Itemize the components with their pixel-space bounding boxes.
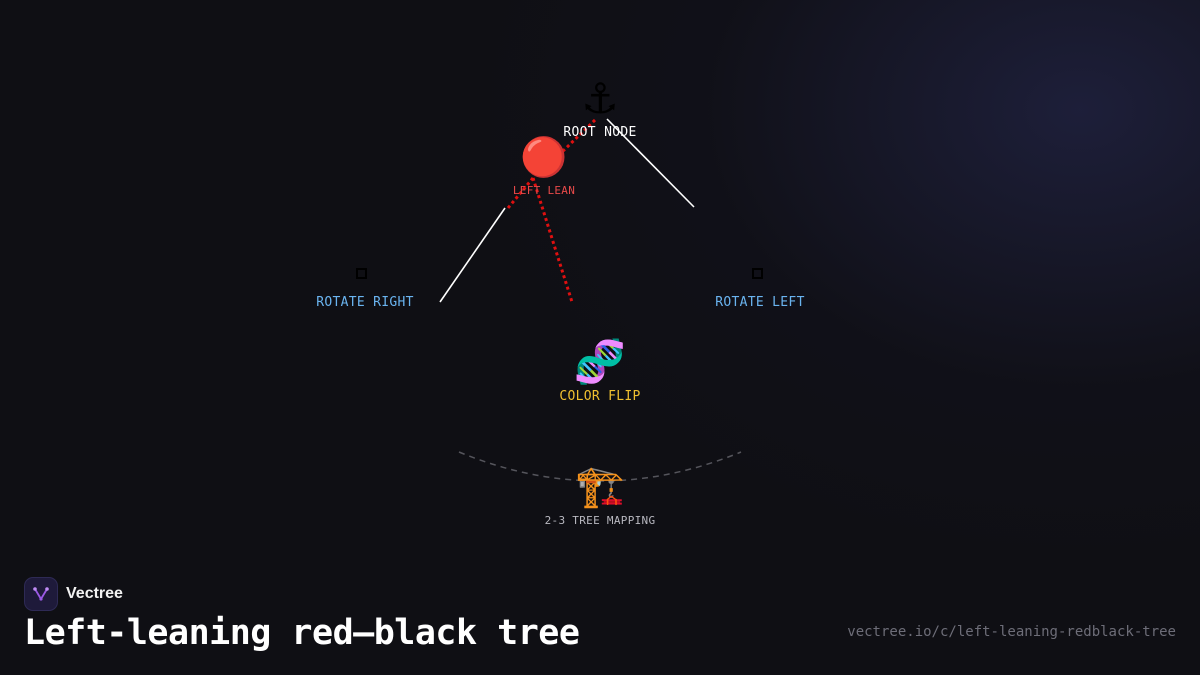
edge-root-to-right: [606, 118, 695, 208]
anchor-icon: ⚓: [581, 74, 619, 123]
vectree-logo-icon: [24, 577, 58, 611]
mapping-arc: [458, 451, 742, 482]
dna-icon: 🧬: [573, 337, 627, 386]
edge-left-to-rotate-right: [439, 207, 506, 303]
brand-name: Vectree: [66, 585, 123, 602]
red-link-root-to-left: [560, 118, 597, 154]
left-lean-label: LEFT LEAN: [512, 184, 576, 197]
rotate-left-label: ROTATE LEFT: [715, 295, 805, 310]
crane-icon: 🏗️: [575, 464, 625, 510]
vectree-logo-glyph: [33, 587, 49, 601]
red-link-left-lean: [531, 177, 574, 303]
page-title: Left-leaning red–black tree: [24, 613, 580, 653]
rotate-left-square-icon: [752, 268, 763, 279]
page-url[interactable]: vectree.io/c/left-leaning-redblack-tree: [847, 624, 1176, 640]
brand[interactable]: Vectree: [24, 577, 123, 611]
color-flip-label: COLOR FLIP: [559, 389, 641, 404]
red-link-left-lean-upper: [506, 177, 535, 209]
rotate-right-label: ROTATE RIGHT: [316, 295, 414, 310]
root-node-label: ROOT NODE: [563, 125, 637, 140]
rotate-right-square-icon: [356, 268, 367, 279]
red-circle-icon: 🔴: [520, 135, 568, 179]
tree-mapping-label: 2-3 TREE MAPPING: [544, 514, 656, 527]
